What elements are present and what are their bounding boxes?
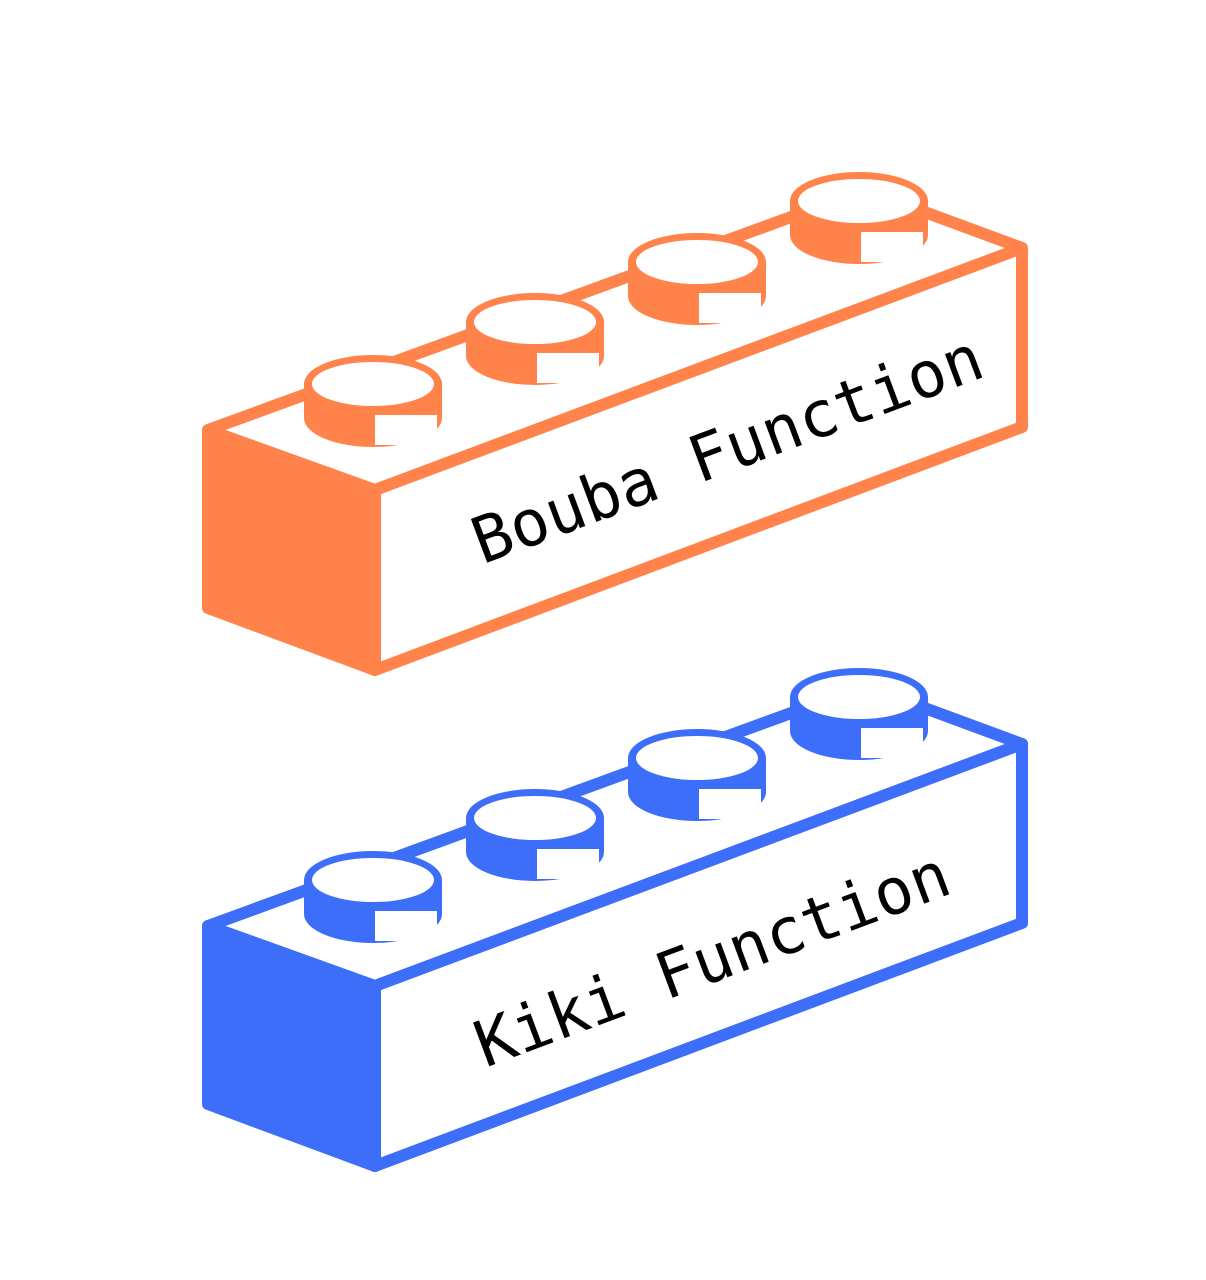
bouba-stud (466, 293, 604, 385)
bouba-brick-front-face (369, 242, 1028, 676)
kiki-stud (790, 668, 928, 760)
bouba-brick: Bouba Function (202, 172, 1028, 676)
kiki-brick-front-face (369, 738, 1028, 1172)
bouba-stud (304, 355, 442, 447)
kiki-brick: Kiki Function (202, 668, 1028, 1172)
kiki-stud (628, 729, 766, 821)
bouba-stud (628, 233, 766, 325)
bouba-stud (790, 172, 928, 264)
kiki-stud (466, 789, 604, 881)
kiki-stud (304, 851, 442, 943)
